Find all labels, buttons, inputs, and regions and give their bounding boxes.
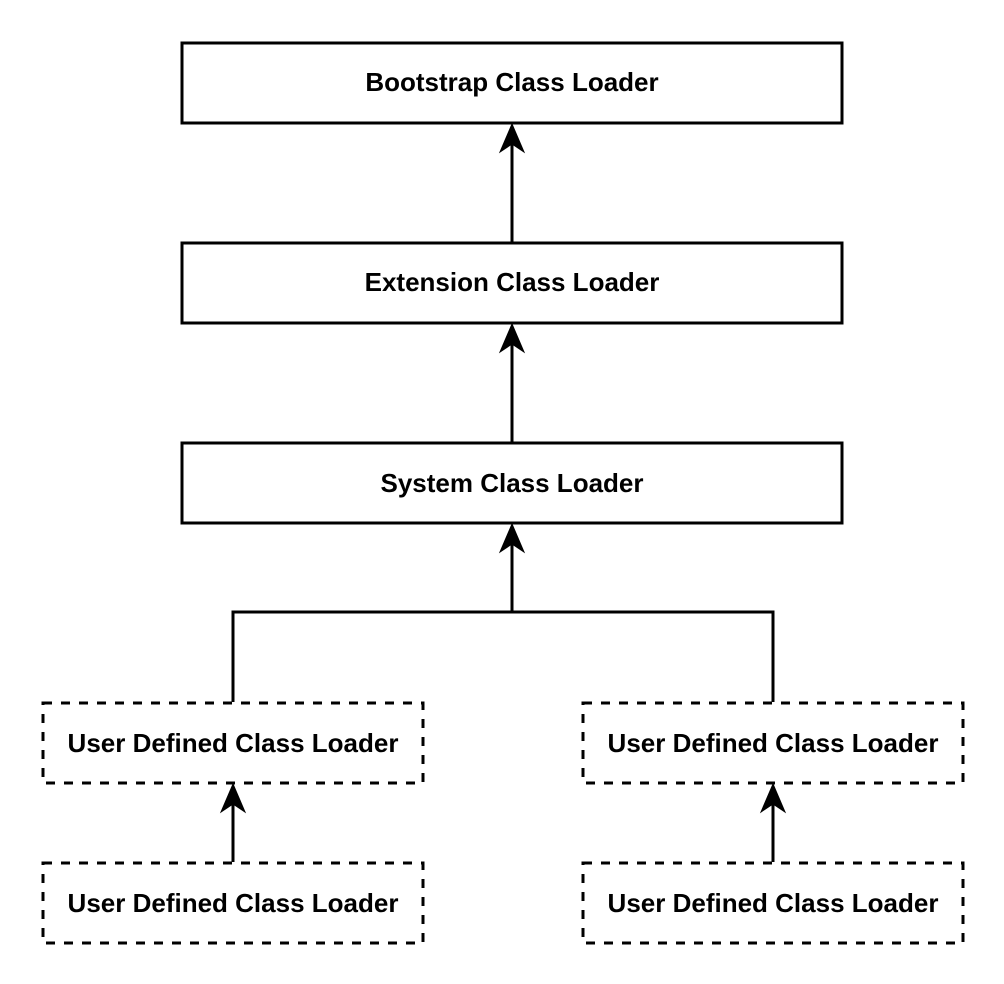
label-user-left-lower: User Defined Class Loader <box>68 888 399 918</box>
box-user-left-upper <box>41 701 425 785</box>
box-system <box>180 441 844 525</box>
node-system: System Class Loader <box>180 441 844 525</box>
label-user-right-upper: User Defined Class Loader <box>608 728 939 758</box>
arrowhead-user-right-upper <box>759 782 787 814</box>
node-user-left-lower: User Defined Class Loader <box>41 861 425 945</box>
edge-user-right-upper-to-system <box>512 610 775 702</box>
arrowhead-extension <box>498 322 526 354</box>
box-user-left-lower <box>41 861 425 945</box>
label-bootstrap: Bootstrap Class Loader <box>365 67 658 97</box>
label-system: System Class Loader <box>380 468 643 498</box>
arrowhead-system <box>498 522 526 554</box>
label-user-right-lower: User Defined Class Loader <box>608 888 939 918</box>
edges <box>219 122 787 862</box>
arrowhead-user-left-upper <box>219 782 247 814</box>
node-user-left-upper: User Defined Class Loader <box>41 701 425 785</box>
node-user-right-lower: User Defined Class Loader <box>581 861 965 945</box>
label-user-left-upper: User Defined Class Loader <box>68 728 399 758</box>
node-bootstrap: Bootstrap Class Loader <box>180 41 844 125</box>
label-extension: Extension Class Loader <box>365 267 660 297</box>
box-bootstrap <box>180 41 844 125</box>
edge-user-left-upper-to-system <box>231 542 514 702</box>
box-user-right-upper <box>581 701 965 785</box>
node-user-right-upper: User Defined Class Loader <box>581 701 965 785</box>
box-extension <box>180 241 844 325</box>
node-extension: Extension Class Loader <box>180 241 844 325</box>
box-user-right-lower <box>581 861 965 945</box>
arrowhead-bootstrap <box>498 122 526 154</box>
